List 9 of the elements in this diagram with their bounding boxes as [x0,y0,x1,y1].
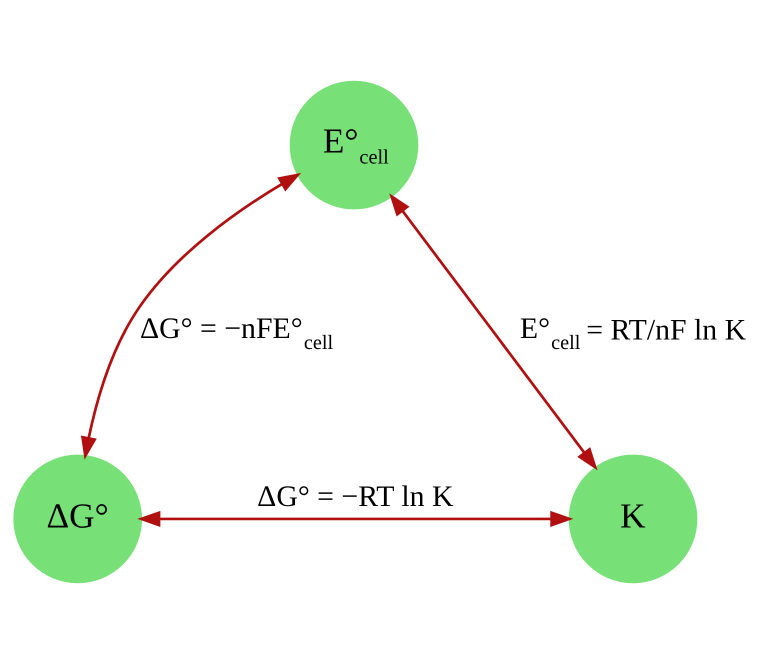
node-circle: ΔG° [13,454,142,584]
edge-label: ΔG° = −RT ln K [257,480,454,514]
edge-label: E°$_{cell}$ = RT/nF ln K [520,312,746,354]
edge-label: ΔG° = −nFE°$_{cell}$ [140,312,334,354]
node-circle: K [568,454,698,584]
arrow [137,510,574,527]
arrow [80,172,302,460]
node-circle: E°$_{cell}$ [290,80,418,210]
arrow [389,193,598,470]
